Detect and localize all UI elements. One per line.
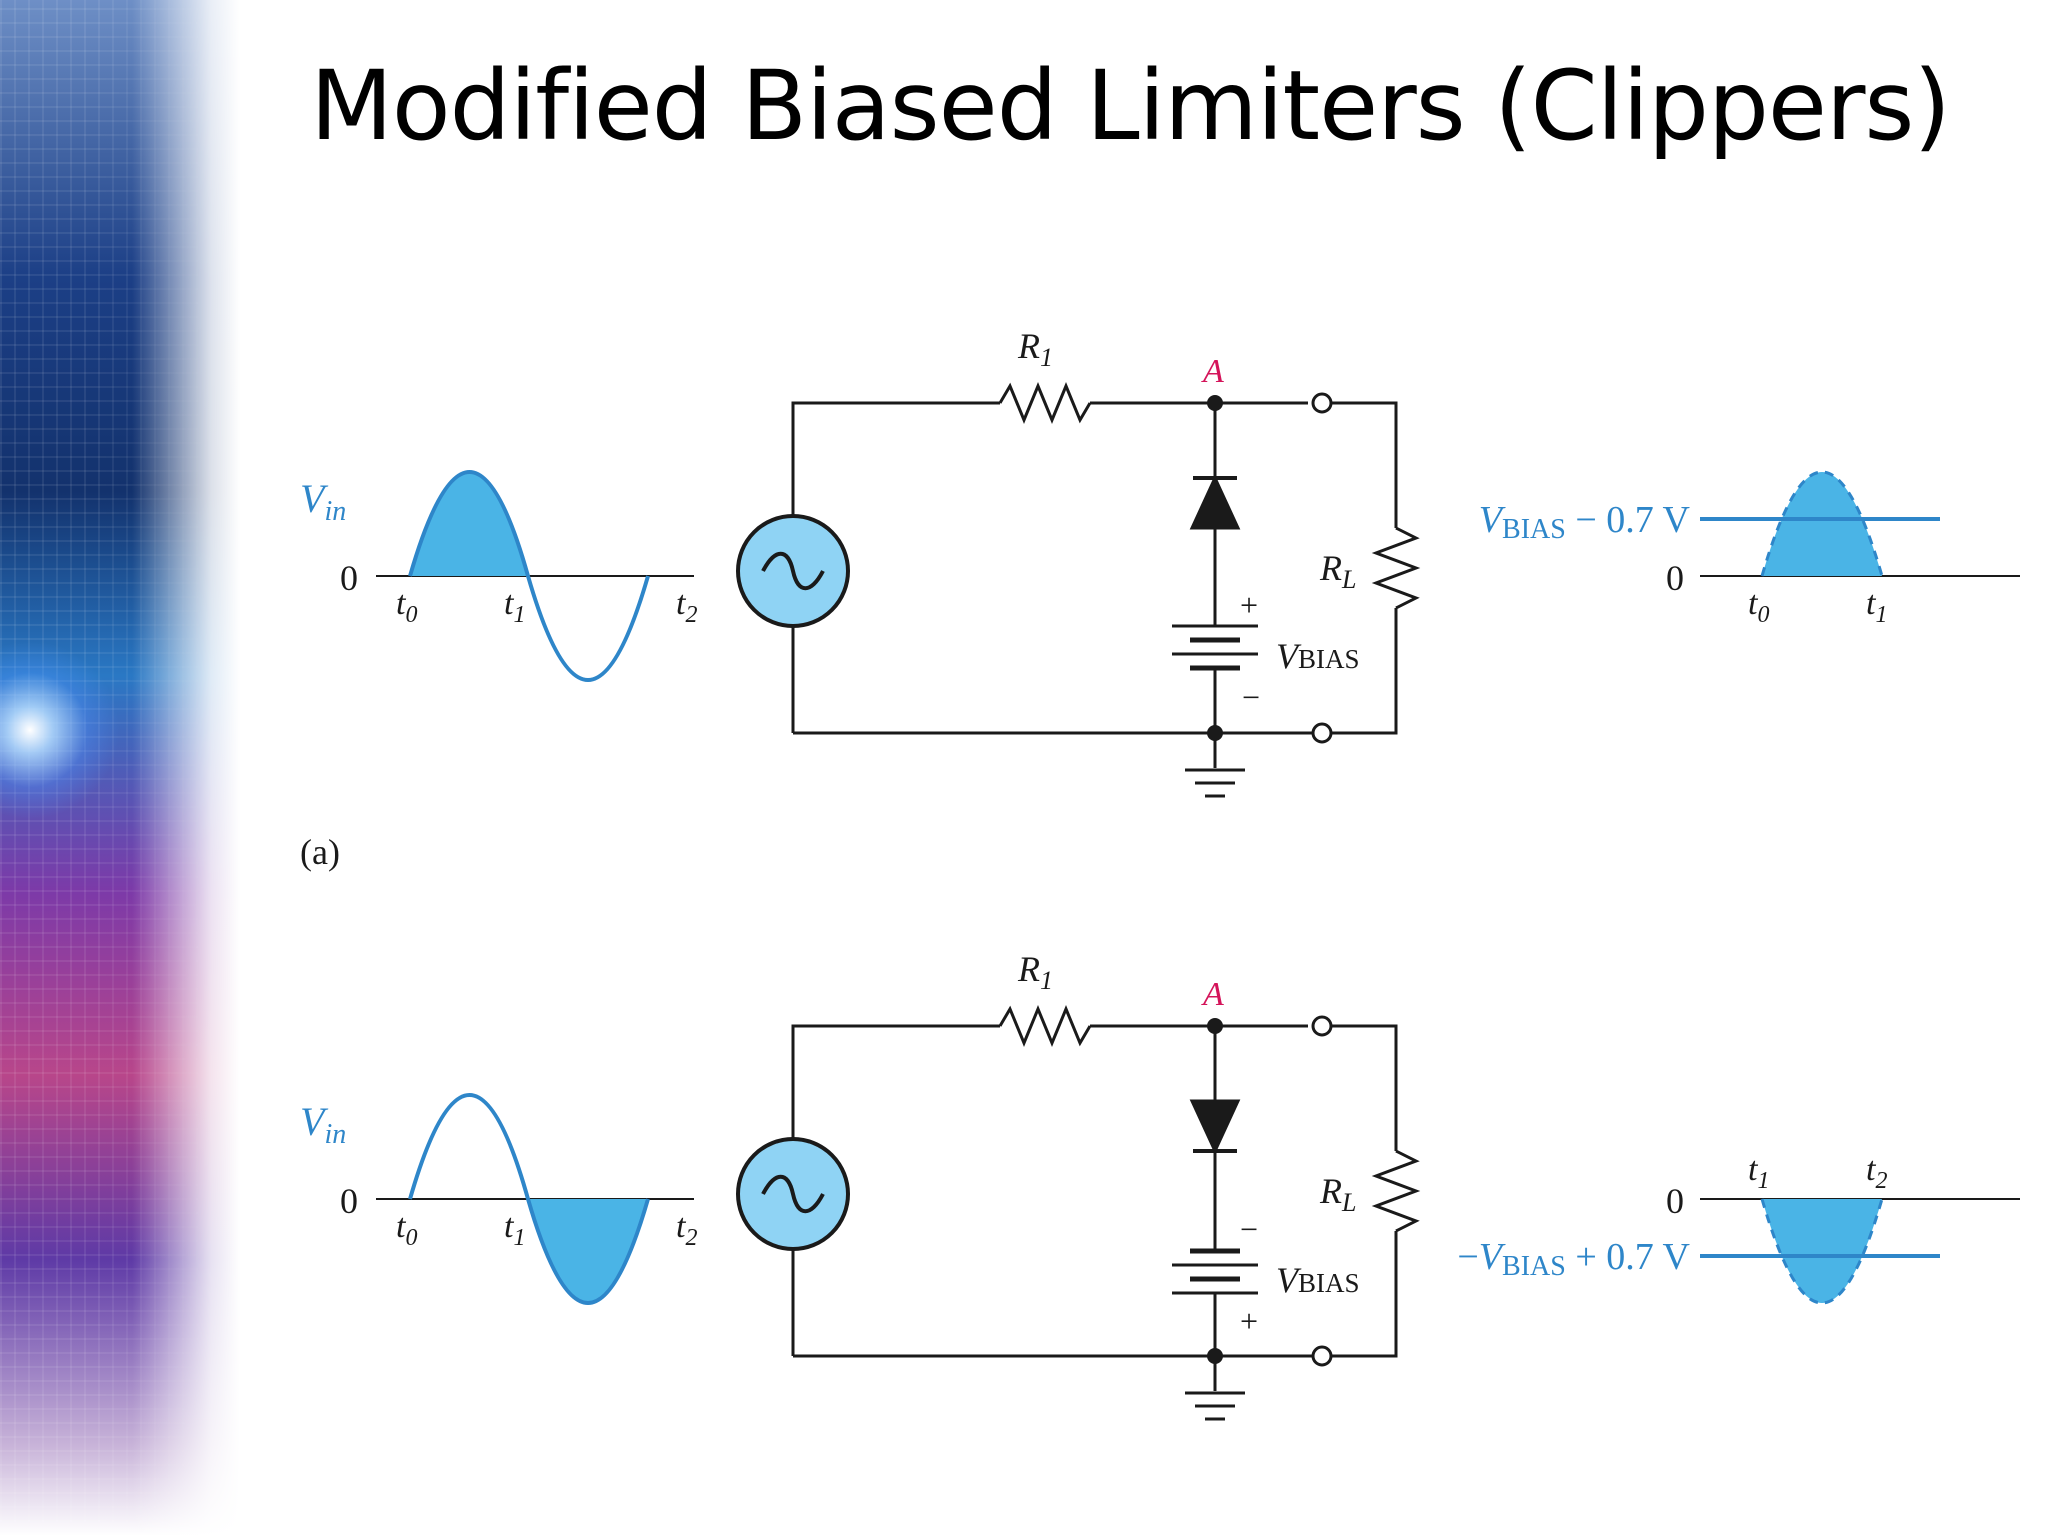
output-t1-label-a: t1 [1866,585,1887,628]
resistor-r1-a [998,382,1092,424]
panel-a: Vin 0 t0 t1 t2 [300,326,2020,872]
input-label-b: Vin [300,1099,346,1150]
output-zero-label-a: 0 [1666,558,1684,598]
input-t1-label-b: t1 [504,1208,525,1251]
resistor-rl-b [1371,1149,1421,1233]
input-label-a: Vin [300,476,346,527]
input-zero-label-b: 0 [340,1181,358,1221]
input-t1-label-a: t1 [504,585,525,628]
sine-symbol-icon-a [761,551,825,591]
diode-a [1189,474,1241,530]
output-t1-label-b: t1 [1748,1151,1769,1194]
input-zero-label-a: 0 [340,558,358,598]
slide-title: Modified Biased Limiters (Clippers) [310,50,1951,162]
sine-symbol-icon-b [761,1174,825,1214]
panel-label-a: (a) [300,832,340,872]
output-terminal-bottom-a [1311,722,1333,744]
output-dashed-curve-a [1760,470,1884,577]
output-t2-label-b: t2 [1866,1151,1887,1194]
input-t2-label-a: t2 [676,585,697,628]
circuit-b [791,1005,1421,1421]
wire-rl-bottom-b [1331,1231,1398,1358]
input-sine-curve-a [408,470,650,682]
r1-label-b: R1 [1017,949,1053,995]
output-terminal-top-b [1311,1015,1333,1037]
ground-node-dot-b [1207,1348,1223,1364]
ac-source-a [736,514,850,628]
output-level-label-a: VBIAS − 0.7 V [1479,499,1691,545]
panel-b: Vin 0 t0 t1 t2 [300,949,2020,1421]
output-t0-label-a: t0 [1748,585,1769,628]
battery-top-sign-a: + [1240,587,1258,623]
ground-node-dot-a [1207,725,1223,741]
output-waveform-a: VBIAS − 0.7 V 0 t0 t1 [1479,470,2020,628]
input-t0-label-b: t0 [396,1208,417,1251]
battery-bottom-sign-b: + [1240,1303,1258,1339]
node-a-dot [1207,395,1223,411]
node-label-a: A [1201,353,1224,390]
output-waveform-b: −VBIAS + 0.7 V 0 t1 t2 [1457,1151,2020,1305]
input-t0-label-a: t0 [396,585,417,628]
wire-left-top-a [791,401,1000,524]
diode-b [1189,1099,1241,1155]
input-sine-curve-b [408,1093,650,1305]
wire-left-top-b [791,1024,1000,1147]
battery-bottom-sign-a: − [1242,679,1260,715]
input-waveform-b: Vin 0 t0 t1 t2 [300,1093,697,1305]
wire-rl-bottom-a [1331,608,1398,735]
battery-top-sign-b: − [1240,1211,1258,1247]
side-banner-image [0,0,240,1536]
output-terminal-top-a [1311,392,1333,414]
r1-label-a: R1 [1017,326,1053,372]
ac-source-b [736,1137,850,1251]
circuit-a [791,382,1421,798]
wire-rl-top-a [1331,401,1398,528]
output-zero-label-b: 0 [1666,1181,1684,1221]
resistor-r1-b [998,1005,1092,1047]
rl-label-a: RL [1319,548,1356,594]
output-dashed-curve-b [1760,1198,1884,1305]
wire-rl-top-b [1331,1024,1398,1151]
vbias-label-b: VBIAS [1276,1260,1360,1300]
rl-label-b: RL [1319,1171,1356,1217]
output-level-label-b: −VBIAS + 0.7 V [1457,1236,1690,1282]
input-t2-label-b: t2 [676,1208,697,1251]
node-label-b: A [1201,976,1224,1013]
output-terminal-bottom-b [1311,1345,1333,1367]
input-waveform-a: Vin 0 t0 t1 t2 [300,470,697,682]
resistor-rl-a [1371,526,1421,610]
vbias-label-a: VBIAS [1276,636,1360,676]
node-b-dot [1207,1018,1223,1034]
